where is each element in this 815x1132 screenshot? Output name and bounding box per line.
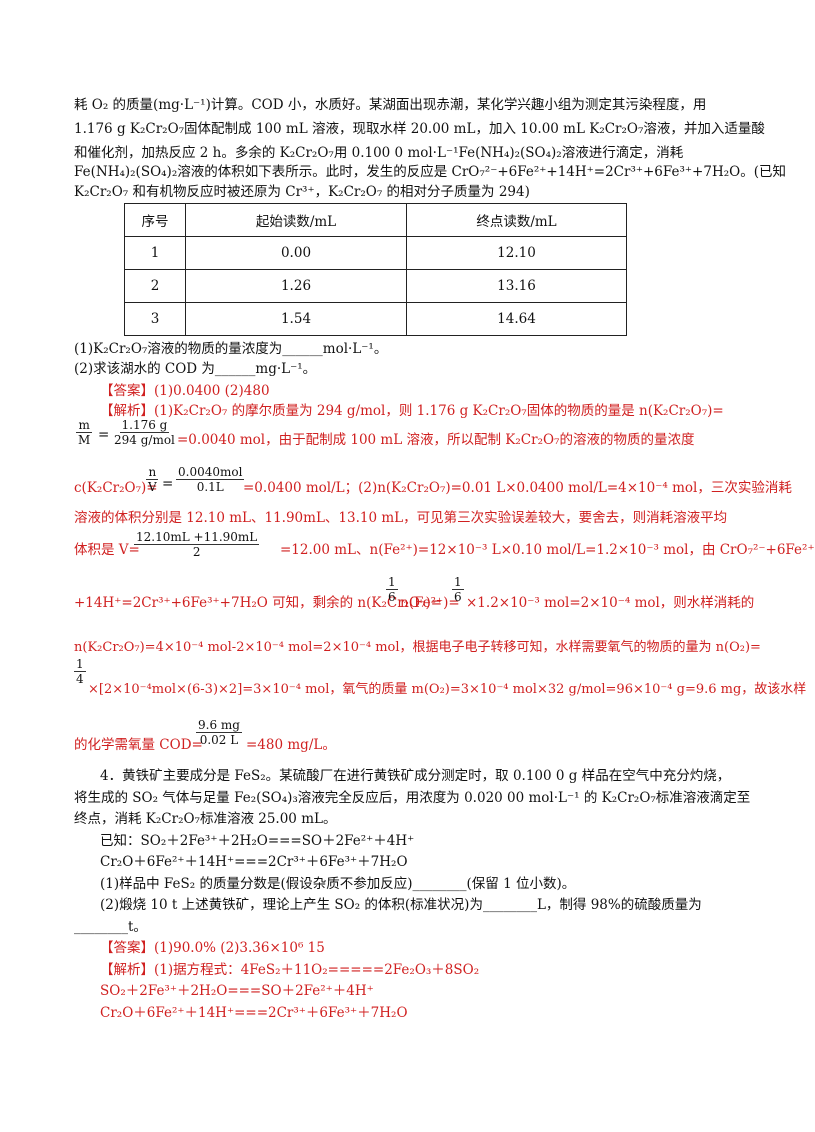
table-header: 终点读数/mL	[406, 203, 627, 237]
p4-line-3: 终点，消耗 K₂Cr₂O₇标准溶液 25.00 mL。	[74, 811, 337, 827]
table-header: 序号	[124, 203, 186, 237]
fraction-numerator: n	[146, 465, 159, 480]
p3-analysis-10: ×1.2×10⁻³ mol=2×10⁻⁴ mol，则水样消耗的	[466, 595, 755, 611]
p3-question-1: (1)K₂Cr₂O₇溶液的物质的量浓度为______mol·L⁻¹。	[74, 341, 388, 357]
fraction-numerator: 1.176 g	[119, 418, 170, 433]
fraction-numerator: 9.6 mg	[196, 718, 242, 733]
fraction-numerator: 12.10mL +11.90mL	[134, 530, 260, 545]
fraction-numerator: m	[76, 418, 92, 433]
fraction-denominator: 0.02 L	[199, 733, 239, 747]
p3-analysis-12: ×[2×10⁻⁴mol×(6-3)×2]=3×10⁻⁴ mol，氧气的质量 m(…	[88, 682, 807, 697]
fraction-denominator: M	[78, 433, 91, 447]
table-row: 2 1.26 13.16	[124, 269, 627, 303]
p3-question-2: (2)求该湖水的 COD 为______mg·L⁻¹。	[74, 361, 317, 377]
titration-table: 序号 起始读数/mL 终点读数/mL 1 0.00 12.10 2 1.26 1…	[124, 203, 627, 336]
table-cell: 1	[124, 236, 186, 270]
table-header-row: 序号 起始读数/mL 终点读数/mL	[124, 203, 627, 237]
fraction-denominator: 0.1L	[196, 480, 224, 494]
table-cell: 3	[124, 302, 186, 336]
p4-question-2b: ________t。	[74, 919, 147, 935]
p3-analysis-1: 【解析】(1)K₂Cr₂O₇ 的摩尔质量为 294 g/mol，则 1.176 …	[100, 403, 724, 419]
fraction-mass: 1.176 g 294 g/mol	[112, 418, 177, 447]
p3-line-5: K₂Cr₂O₇ 和有机物反应时被还原为 Cr³⁺，K₂Cr₂O₇ 的相对分子质量…	[74, 184, 530, 200]
p4-question-2a: (2)煅烧 10 t 上述黄铁矿，理论上产生 SO₂ 的体积(标准状况)为___…	[100, 897, 702, 913]
table-cell: 13.16	[406, 269, 627, 303]
table-row: 3 1.54 14.64	[124, 302, 627, 336]
p4-line-2: 将生成的 SO₂ 气体与足量 Fe₂(SO₄)₃溶液完全反应后，用浓度为 0.0…	[74, 790, 751, 806]
p3-analysis-8: +14H⁺=2Cr³⁺+6Fe³⁺+7H₂O 可知，剩余的 n(K₂Cr₂O₇)…	[74, 595, 443, 611]
fraction-denominator: 4	[76, 672, 84, 686]
p3-analysis-6: 体积是 V=	[74, 542, 140, 558]
fraction-denominator: V	[148, 480, 157, 494]
table-cell: 0.00	[185, 236, 407, 270]
fraction-cod: 9.6 mg 0.02 L	[196, 718, 242, 747]
p4-answer: 【答案】(1)90.0% (2)3.36×10⁶ 15	[100, 940, 325, 956]
fraction-one-quarter: 1 4	[74, 657, 86, 686]
p3-line-4: Fe(NH₄)₂(SO₄)₂溶液的体积如下表所示。此时，发生的反应是 CrO₇²…	[74, 164, 786, 180]
p4-known-1: 已知：SO₂＋2Fe³⁺＋2H₂O===SO＋2Fe²⁺＋4H⁺	[100, 833, 415, 849]
p3-line-1: 耗 O₂ 的质量(mg·L⁻¹)计算。COD 小，水质好。某湖面出现赤潮，某化学…	[74, 97, 707, 113]
table-cell: 12.10	[406, 236, 627, 270]
table-cell: 14.64	[406, 302, 627, 336]
p4-analysis-2: SO₂＋2Fe³⁺＋2H₂O===SO＋2Fe²⁺＋4H⁺	[100, 983, 374, 999]
fraction-denominator: 2	[192, 545, 201, 559]
p3-analysis-11: n(K₂Cr₂O₇)=4×10⁻⁴ mol-2×10⁻⁴ mol=2×10⁻⁴ …	[74, 640, 761, 655]
p4-analysis-3: Cr₂O＋6Fe²⁺＋14H⁺===2Cr³⁺＋6Fe³⁺＋7H₂O	[100, 1005, 408, 1021]
table-header: 起始读数/mL	[185, 203, 407, 237]
p3-analysis-14: =480 mg/L。	[246, 737, 336, 753]
p3-analysis-9: n(Fe²⁺)=	[400, 595, 460, 611]
fraction-m-over-M: m M	[76, 418, 92, 447]
fraction-concentration: 0.0040mol 0.1L	[176, 465, 245, 494]
p3-line-2: 1.176 g K₂Cr₂O₇固体配制成 100 mL 溶液，现取水样 20.0…	[74, 121, 765, 137]
p4-question-1: (1)样品中 FeS₂ 的质量分数是(假设杂质不参加反应)________(保留…	[100, 876, 576, 892]
fraction-one-sixth: 1 6	[386, 575, 398, 604]
table-cell: 1.26	[185, 269, 407, 303]
fraction-numerator: 1	[386, 575, 398, 590]
table-cell: 1.54	[185, 302, 407, 336]
fraction-denominator: 6	[454, 590, 462, 604]
p4-known-2: Cr₂O＋6Fe²⁺＋14H⁺===2Cr³⁺＋6Fe³⁺＋7H₂O	[100, 854, 408, 870]
p3-analysis-2: =0.0040 mol，由于配制成 100 mL 溶液，所以配制 K₂Cr₂O₇…	[177, 432, 695, 448]
fraction-numerator: 1	[74, 657, 86, 672]
p3-analysis-13: 的化学需氧量 COD=	[74, 737, 203, 753]
p3-line-3: 和催化剂，加热反应 2 h。多余的 K₂Cr₂O₇用 0.100 0 mol·L…	[74, 145, 684, 161]
fraction-denominator: 294 g/mol	[114, 433, 175, 447]
p3-answer: 【答案】(1)0.0400 (2)480	[100, 383, 270, 399]
p3-analysis-7: =12.00 mL、n(Fe²⁺)=12×10⁻³ L×0.10 mol/L=1…	[280, 542, 815, 558]
fraction-denominator: 6	[388, 590, 396, 604]
fraction-average-volume: 12.10mL +11.90mL 2	[134, 530, 260, 559]
p3-analysis-3: c(K₂Cr₂O₇)=	[74, 480, 158, 496]
fraction-numerator: 0.0040mol	[176, 465, 245, 480]
fraction-n-over-V: n V	[146, 465, 159, 494]
table-cell: 2	[124, 269, 186, 303]
p4-line-1: 4．黄铁矿主要成分是 FeS₂。某硫酸厂在进行黄铁矿成分测定时，取 0.100 …	[100, 768, 731, 784]
p4-analysis-1: 【解析】(1)据方程式：4FeS₂＋11O₂=====2Fe₂O₃＋8SO₂	[100, 962, 480, 978]
fraction-numerator: 1	[452, 575, 464, 590]
fraction-one-sixth-2: 1 6	[452, 575, 464, 604]
p3-analysis-5: 溶液的体积分别是 12.10 mL、11.90mL、13.10 mL，可见第三次…	[74, 510, 728, 526]
p3-analysis-4: =0.0400 mol/L；(2)n(K₂Cr₂O₇)=0.01 L×0.040…	[243, 480, 792, 496]
table-row: 1 0.00 12.10	[124, 236, 627, 270]
